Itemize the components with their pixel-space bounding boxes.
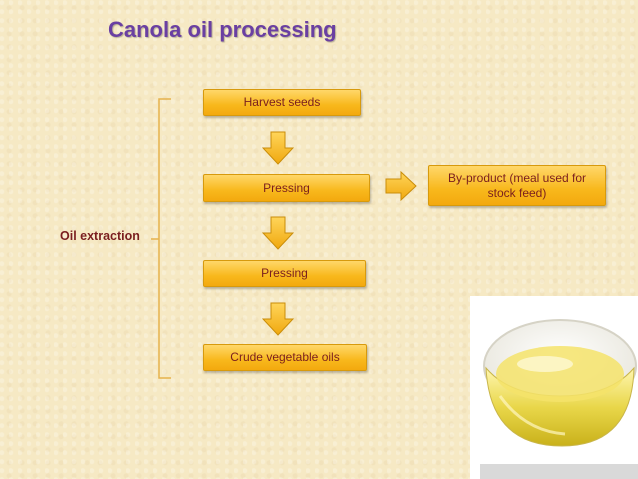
arrow-right-icon — [385, 171, 417, 201]
bracket-shape — [151, 98, 171, 379]
step-harvest-seeds: Harvest seeds — [203, 89, 361, 116]
step-label: Harvest seeds — [243, 95, 321, 109]
step-label: Pressing — [263, 180, 310, 195]
group-label-oil-extraction: Oil extraction — [60, 229, 140, 243]
arrow-down-icon — [262, 216, 294, 250]
slide-title: Canola oil processing — [108, 17, 337, 42]
step-label: Pressing — [261, 266, 308, 280]
arrow-down-icon — [262, 131, 294, 165]
byproduct-box: By-product (meal used for stock feed) — [428, 165, 606, 206]
step-label: Crude vegetable oils — [230, 350, 340, 364]
byproduct-label: By-product (meal used for stock feed) — [447, 170, 587, 200]
arrow-down-icon — [262, 302, 294, 336]
step-crude-vegetable-oils: Crude vegetable oils — [203, 344, 367, 371]
step-pressing-1: Pressing — [203, 174, 370, 202]
bowl-of-oil-photo — [470, 296, 638, 479]
step-pressing-2: Pressing — [203, 260, 366, 287]
